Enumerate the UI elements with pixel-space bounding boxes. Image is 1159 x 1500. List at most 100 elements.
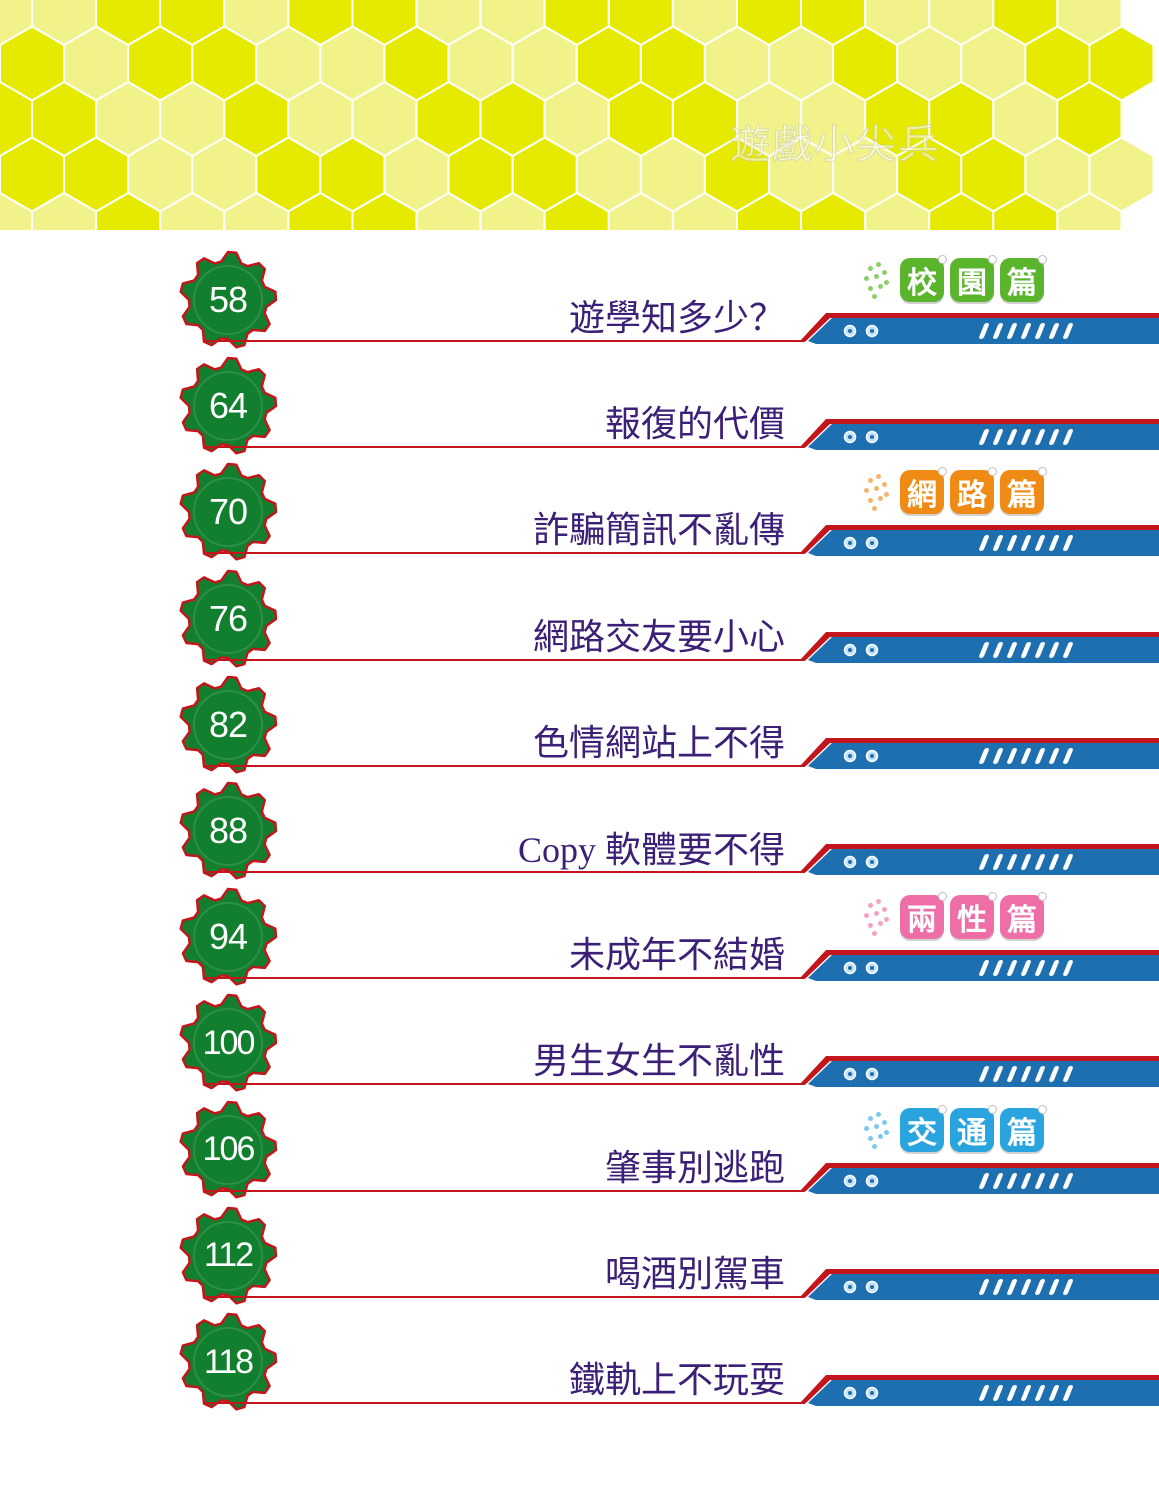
entry-title[interactable]: 未成年不結婚 <box>568 935 785 977</box>
ribbon-banner <box>800 737 1159 769</box>
page-number-badge: 106 <box>178 1100 278 1200</box>
entry-title[interactable]: 肇事別逃跑 <box>604 1147 785 1189</box>
dot <box>878 921 883 927</box>
ribbon-banner <box>800 313 1159 344</box>
entry-underline <box>205 552 805 555</box>
dot <box>868 478 873 484</box>
entry-underline <box>205 1295 805 1298</box>
entry-underline <box>205 1402 805 1404</box>
hexagon-tile <box>287 191 354 230</box>
ribbon-banner <box>800 525 1159 557</box>
gear-icon <box>179 356 278 455</box>
entry-title[interactable]: 男生女生不亂性 <box>532 1041 785 1083</box>
dot <box>864 1125 869 1131</box>
toc-entry[interactable]: 118 鐵軌上不玩耍 <box>0 1312 1159 1418</box>
entry-ribbon <box>800 1266 1159 1306</box>
entry-ribbon <box>800 1160 1159 1200</box>
gear-icon <box>179 1100 278 1199</box>
entry-underline <box>205 977 805 980</box>
entry-title[interactable]: 網路交友要小心 <box>532 616 785 658</box>
page-number-badge: 112 <box>178 1206 278 1306</box>
entry-underline <box>205 764 805 767</box>
dot <box>874 911 879 917</box>
page-number: 70 <box>208 491 248 533</box>
entry-ribbon <box>800 416 1159 456</box>
category-label: 交通篇 <box>862 1104 1047 1156</box>
dots-icon <box>862 1110 889 1150</box>
entry-title[interactable]: Copy 軟體要不得 <box>517 830 785 870</box>
entry-title[interactable]: 報復的代價 <box>604 404 785 446</box>
page-number: 118 <box>203 1342 254 1381</box>
dot <box>876 262 881 267</box>
ribbon-banner <box>800 1056 1159 1088</box>
entry-title[interactable]: 色情網站上不得 <box>532 722 785 764</box>
dot <box>878 496 883 502</box>
dot <box>882 1119 887 1125</box>
entry-title[interactable]: 遊學知多少？ <box>568 298 785 339</box>
gear-icon <box>179 675 278 774</box>
hexagon-tile <box>928 191 995 230</box>
page-number: 88 <box>208 810 248 851</box>
dot <box>868 923 873 929</box>
dot <box>884 1129 889 1135</box>
gear-icon <box>179 250 278 349</box>
ribbon-banner <box>800 950 1159 982</box>
toc-entry[interactable]: 94 未成年不結婚 兩性篇 <box>0 887 1159 993</box>
entry-title[interactable]: 詐騙簡訊不亂傳 <box>532 510 785 552</box>
toc-entry[interactable]: 100 男生女生不亂性 <box>0 993 1159 1099</box>
toc-entry[interactable]: 106 肇事別逃跑 交通篇 <box>0 1100 1159 1206</box>
category-char: 篇 <box>1000 255 1047 302</box>
dot <box>864 913 869 919</box>
dot <box>878 1133 883 1139</box>
hexagon-tile <box>31 191 98 230</box>
entry-underline <box>205 340 805 342</box>
ribbon-banner <box>800 1162 1159 1194</box>
ribbon-banner <box>800 1375 1159 1406</box>
entry-title[interactable]: 喝酒別駕車 <box>604 1253 785 1295</box>
gear-icon <box>179 463 278 561</box>
ribbon-banner <box>800 419 1159 451</box>
category-char: 交 <box>900 1104 947 1152</box>
entry-underline <box>205 1189 805 1192</box>
ribbon-banner <box>800 844 1159 875</box>
dot <box>868 1135 873 1141</box>
hexagon-tile <box>543 191 610 230</box>
page-number-badge: 100 <box>178 993 278 1093</box>
category-char: 路 <box>950 467 997 515</box>
hexagon-tile <box>607 191 674 230</box>
hexagon-tile <box>0 191 33 230</box>
toc-entry[interactable]: 64 報復的代價 <box>0 356 1159 462</box>
entry-ribbon <box>800 1372 1159 1412</box>
page-number: 64 <box>208 385 248 427</box>
entry-underline <box>205 1083 805 1086</box>
dot <box>876 474 881 480</box>
toc-entry[interactable]: 112 喝酒別駕車 <box>0 1206 1159 1312</box>
category-char: 篇 <box>1000 892 1047 940</box>
dot <box>868 1115 873 1121</box>
gear-icon <box>179 781 278 880</box>
dot <box>872 931 877 937</box>
hexagon-tile <box>736 191 803 230</box>
category-char: 篇 <box>1000 467 1047 515</box>
hexagon-tile <box>864 191 931 230</box>
toc-entry[interactable]: 88 Copy 軟體要不得 <box>0 781 1159 887</box>
toc-entry[interactable]: 76 網路交友要小心 <box>0 569 1159 675</box>
dot <box>882 270 887 275</box>
page-number: 94 <box>208 916 248 958</box>
dot <box>868 903 873 909</box>
dot <box>872 506 877 512</box>
dot <box>868 266 873 271</box>
category-char: 篇 <box>1000 1104 1047 1152</box>
page-number-badge: 76 <box>178 569 278 669</box>
category-label: 兩性篇 <box>862 891 1047 943</box>
dot <box>864 488 869 494</box>
gear-icon <box>179 569 278 668</box>
gear-icon <box>179 1206 278 1305</box>
hexagon-tile <box>159 191 226 230</box>
gear-icon <box>179 994 278 1092</box>
entry-ribbon <box>800 629 1159 669</box>
entry-title[interactable]: 鐵軌上不玩耍 <box>568 1360 785 1401</box>
